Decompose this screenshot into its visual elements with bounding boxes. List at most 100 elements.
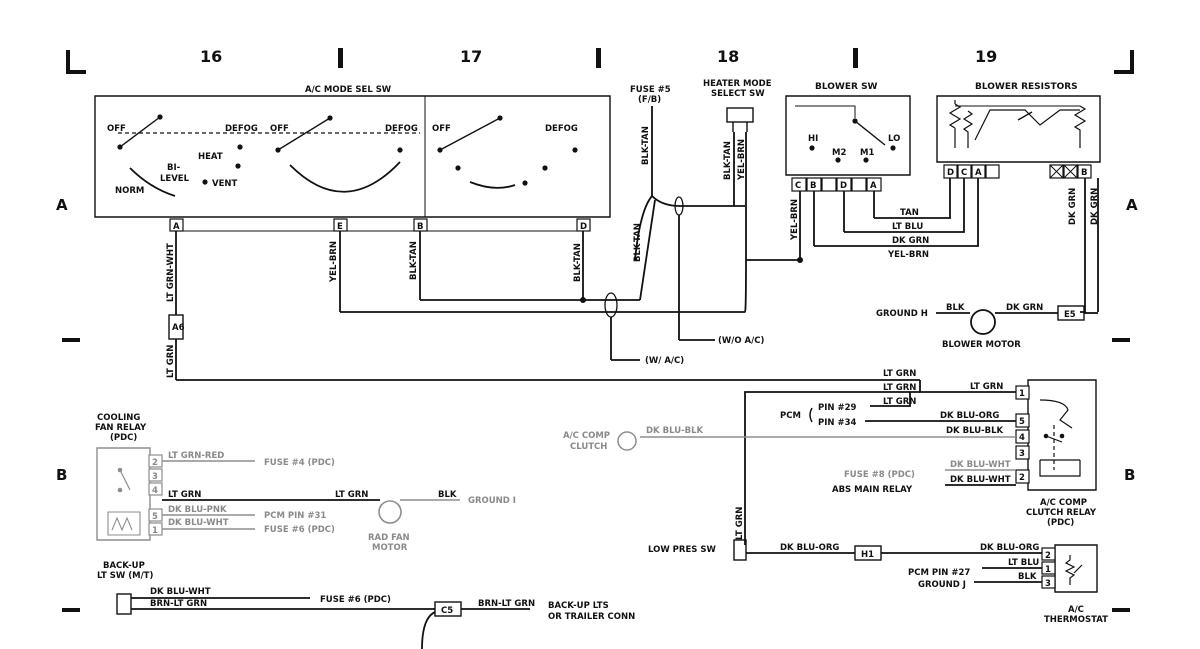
wire-lt-blu-a: LT BLU (892, 222, 923, 232)
fuse5-line1: FUSE #5 (630, 85, 671, 95)
wires-zone-16-17: A6 LT GRN-WHT LT GRN YEL-BRN BLK-TAN BLK… (166, 199, 920, 381)
wire-lt-grn-a: LT GRN (166, 345, 176, 378)
cooling-line1: COOLING (97, 413, 140, 423)
sw1-defog: DEFOG (225, 124, 258, 134)
wire-blk-c: BLK (438, 490, 457, 500)
wire-blk-a: BLK (946, 303, 965, 313)
fan-relay-pin-1: 1 (152, 526, 158, 536)
fuse6-label-b: FUSE #6 (PDC) (320, 595, 391, 605)
wire-dk-blu-org-a: DK BLU-ORG (940, 411, 999, 421)
relay-pin-5: 5 (1019, 417, 1025, 427)
row-a-right: A (1126, 196, 1138, 214)
heater-mode-line2: SELECT SW (711, 89, 765, 99)
zone-17-label: 17 (460, 47, 482, 66)
wire-yel-brn-d: YEL-BRN (887, 250, 929, 260)
backup-line1: BACK-UP (103, 561, 145, 571)
wire-brn-lt-grn-a: BRN-LT GRN (150, 599, 207, 609)
fuse8-label: FUSE #8 (PDC) (844, 470, 915, 480)
resistor-pin-d: D (947, 168, 954, 178)
heater-mode-line1: HEATER MODE (703, 79, 772, 89)
pin-e: E (337, 222, 343, 232)
ac-thermostat-circuit: LOW PRES SW DK BLU-ORG H1 DK BLU-ORG 2 1… (648, 539, 1108, 625)
c5-connector: C5 (441, 606, 453, 616)
pcm-pin34: PIN #34 (818, 418, 857, 428)
wire-lt-grn-g: LT GRN (168, 490, 201, 500)
blower-hi: HI (808, 134, 818, 144)
a6-connector: A6 (172, 323, 185, 333)
rad-fan-line1: RAD FAN (368, 533, 410, 543)
ground-j: GROUND J (918, 580, 966, 590)
wire-dk-blu-wht-c: DK BLU-WHT (168, 518, 229, 528)
sw1-norm: NORM (115, 186, 144, 196)
cooling-line3: (PDC) (110, 433, 137, 443)
zone-16-label: 16 (200, 47, 222, 66)
clutch-relay-line1: A/C COMP (1040, 498, 1087, 508)
thermo-pin-1: 1 (1045, 565, 1051, 575)
blower-motor: GROUND H BLK DK GRN E5 BLOWER MOTOR (876, 303, 1098, 350)
pcm-pin31-label: PCM PIN #31 (264, 511, 326, 521)
e5-connector: E5 (1064, 310, 1076, 320)
wire-lt-grn-wht: LT GRN-WHT (166, 243, 176, 302)
sw2-defog: DEFOG (385, 124, 418, 134)
wire-dk-blu-wht-d: DK BLU-WHT (150, 587, 211, 597)
sw2-off: OFF (270, 124, 289, 134)
wire-yel-brn-b: YEL-BRN (737, 139, 747, 181)
blower-resistors-title: BLOWER RESISTORS (975, 82, 1078, 92)
blower-sw-title: BLOWER SW (815, 82, 878, 92)
sw3-off: OFF (432, 124, 451, 134)
wire-dk-blu-pnk: DK BLU-PNK (168, 505, 227, 515)
fan-relay-pin-2: 2 (152, 458, 158, 468)
thermostat-line1: A/C (1068, 605, 1084, 615)
ac-clutch-relay: 1 5 4 3 2 A/C COMP CLUTCH RELAY (PDC) LT… (563, 369, 1097, 545)
rad-fan-line2: MOTOR (372, 543, 408, 553)
thermo-pcm-pin27: PCM PIN #27 (908, 568, 970, 578)
backup-line2: LT SW (M/T) (97, 571, 153, 581)
sw1-level: LEVEL (160, 174, 190, 184)
cooling-line2: FAN RELAY (95, 423, 147, 433)
fan-relay-pin-3: 3 (152, 472, 158, 482)
fuse6-label-a: FUSE #6 (PDC) (264, 525, 335, 535)
wire-dk-blu-org-c: DK BLU-ORG (980, 543, 1039, 553)
wire-dk-blu-wht-a: DK BLU-WHT (950, 460, 1011, 470)
blower-switch: BLOWER SW HI LO M2 M1 C B D A YEL-BRN (785, 82, 911, 263)
backup-lts-line1: BACK-UP LTS (548, 601, 609, 611)
relay-pin-1: 1 (1019, 389, 1025, 399)
wire-lt-grn-e: LT GRN (883, 397, 916, 407)
wire-dk-blu-wht-b: DK BLU-WHT (950, 475, 1011, 485)
zone-19-label: 19 (975, 47, 997, 66)
thermo-pin-2: 2 (1045, 551, 1051, 561)
ac-mode-sel-title: A/C MODE SEL SW (305, 85, 392, 95)
pin-d: D (580, 222, 587, 232)
wire-lt-grn-b: LT GRN (970, 382, 1003, 392)
wire-dk-blu-org-b: DK BLU-ORG (780, 543, 839, 553)
fuse4-label: FUSE #4 (PDC) (264, 458, 335, 468)
wire-blk-b: BLK (1018, 572, 1037, 582)
wire-brn-lt-grn-b: BRN-LT GRN (478, 599, 535, 609)
pcm-label: PCM (780, 411, 801, 421)
blower-pin-b: B (810, 181, 816, 191)
wire-lt-grn-red: LT GRN-RED (168, 451, 224, 461)
wire-dk-blu-blk-a: DK BLU-BLK (646, 426, 704, 436)
blower-motor-label: BLOWER MOTOR (942, 340, 1021, 350)
clutch-relay-line3: (PDC) (1047, 518, 1074, 528)
resistor-pin-c: C (961, 168, 967, 178)
wire-dk-grn-b: DK GRN (1068, 188, 1078, 225)
resistor-pin-b: B (1081, 168, 1087, 178)
blower-lo: LO (888, 134, 900, 144)
ground-h: GROUND H (876, 309, 928, 319)
wire-lt-grn-c: LT GRN (883, 369, 916, 379)
relay-pin-4: 4 (1019, 433, 1025, 443)
wire-blk-tan-d: BLK-TAN (633, 223, 643, 262)
cooling-fan-relay: COOLING FAN RELAY (PDC) 2 3 4 5 1 LT GRN… (95, 413, 516, 553)
wire-blk-tan-b: BLK-TAN (573, 243, 583, 282)
sw1-off: OFF (107, 124, 126, 134)
row-b-right: B (1124, 466, 1135, 484)
wire-lt-grn-h: LT GRN (335, 490, 368, 500)
wire-blk-tan-c: BLK-TAN (641, 126, 651, 165)
clutch-relay-line2: CLUTCH RELAY (1026, 508, 1097, 518)
blower-pin-a: A (870, 181, 877, 191)
frame-marks (62, 48, 1134, 612)
wire-tan: TAN (900, 208, 919, 218)
blower-m2: M2 (832, 148, 846, 158)
wire-dk-grn-d: DK GRN (1006, 303, 1043, 313)
